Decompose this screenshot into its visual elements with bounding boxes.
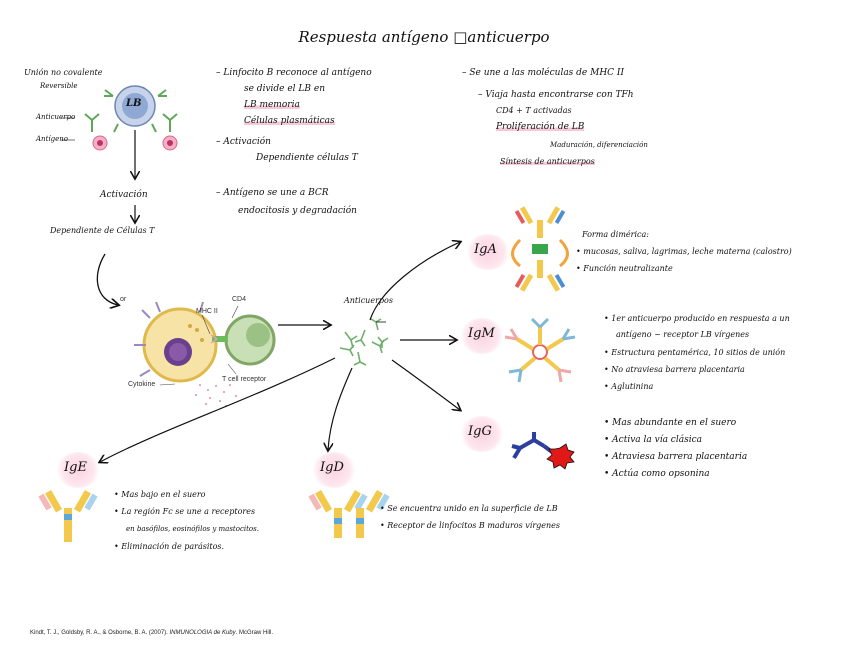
igm-bullet-aglutinina: • Aglutinina [604,382,654,391]
figure-label-cytokine: Cytokine [128,381,156,388]
citation-publisher: . McGraw Hill. [235,630,273,636]
citation: Kindt, T. J., Goldsby, R. A., & Osborne,… [30,630,273,636]
label-dependiente-celulas-t: Dependiente de Células T [50,226,155,235]
citation-authors: Kindt, T. J., Goldsby, R. A., & Osborne,… [30,630,170,636]
figure-label-cd4: CD4 [232,296,247,303]
label-union-no-covalente: Unión no covalente [24,68,103,77]
igg-bullet-placentaria: • Atraviesa barrera placentaria [604,452,748,462]
note-endocitosis: endocitosis y degradación [238,206,357,216]
igg-bullet-abundante: • Mas abundante en el suero [604,418,737,428]
ige-highlight-blob [56,452,100,488]
ige-bullet-basofilos: en basófilos, eosinófilos y mastocitos. [126,525,259,533]
igd-label: IgD [320,460,344,475]
note-cd4-activadas: CD4 + T activadas [496,106,572,115]
iga-bullet-neutralizante: • Función neutralizante [576,264,673,273]
igd-antibody-icon-2 [356,489,390,538]
note-lb-memoria: LB memoria [244,100,300,110]
ige-antibody-icon [38,489,98,542]
arrow-to-cell-figure [96,253,118,305]
citation-title: INMUNOLOGIA de Kuby [169,630,236,636]
plasma-cell-figure [134,301,218,383]
igg-bullet-opsonina: • Actúa como opsonina [604,469,710,479]
label-antigeno: Antígeno [36,135,68,143]
note-celulas-plasmaticas: Células plasmáticas [244,116,335,126]
iga-bullet-mucosas: • mucosas, saliva, lagrimas, leche mater… [576,247,792,256]
igg-highlight-blob [460,416,504,452]
ige-bullet-mas-bajo: • Mas bajo en el suero [114,490,206,499]
igm-pentamer-icon [504,317,576,383]
page-title: Respuesta antígeno □anticuerpo [298,28,550,46]
iga-dimer-icon [511,206,569,292]
note-linfocito-b: – Linfocito B reconoce al antígeno [216,68,372,78]
igm-bullet-primer-anticuerpo: • 1er anticuerpo producido en respuesta … [604,314,790,323]
label-activacion: Activación [100,190,148,200]
figure-label-tcr: T cell receptor [222,376,267,383]
b-cell-lb [104,85,167,133]
igg-label: IgG [468,424,492,439]
igd-highlight-blob [312,452,356,488]
arrow-to-igd [328,367,353,450]
ige-label: IgE [64,460,87,475]
igg-bullet-via-clasica: • Activa la vía clásica [604,435,702,445]
ige-bullet-region-fc: • La región Fc se une a receptores [114,507,256,516]
ige-bullet-parasitos: • Eliminación de parásitos. [114,542,225,551]
antibody-antigen-left [61,113,108,151]
igg-antigen-icon [511,432,575,470]
iga-label: IgA [474,242,497,257]
note-activacion: – Activación [216,137,271,147]
label-anticuerpo: Anticuerpo [36,113,76,121]
igm-bullet-receptor: antígeno ~ receptor LB vírgenes [616,330,750,339]
arrow-to-igg [391,359,460,410]
antibody-cluster [339,318,389,366]
note-sintesis-anticuerpos: Síntesis de anticuerpos [500,157,595,166]
iga-bullet-dimerica: Forma dimérica: [582,230,649,239]
note-antigeno-bcr: – Antígeno se une a BCR [216,188,329,198]
igd-bullet-superficie-lb: • Se encuentra unido en la superficie de… [380,504,558,513]
note-mhc-ii: – Se une a las moléculas de MHC II [462,68,625,78]
note-se-divide: se divide el LB en [244,84,325,94]
igm-highlight-blob [460,318,504,354]
arrow-to-ige [100,357,336,462]
igd-bullet-receptor: • Receptor de linfocitos B maduros vírge… [380,521,561,530]
note-proliferacion-lb: Proliferación de LB [496,122,585,132]
igm-label: IgM [468,326,495,341]
note-maduracion: Maduración, diferenciación [550,141,648,149]
t-cell-figure [195,314,276,407]
lb-cell-label: LB [126,98,142,109]
arrow-to-iga [369,242,460,321]
figure-label-mhc-ii: MHC II [196,308,218,315]
igd-antibody-icon-1 [308,489,368,538]
igm-bullet-pentamerica: • Estructura pentamérica, 10 sitios de u… [604,348,786,357]
igm-bullet-no-atraviesa: • No atraviesa barrera placentaria [604,365,745,374]
antibody-antigen-right [162,113,178,151]
label-anticuerpos: Anticuerpos [344,296,393,305]
figure-label-or: or [120,296,127,303]
note-viaja-tfh: – Viaja hasta encontrarse con TFh [478,90,634,100]
label-reversible: Reversible [40,82,78,90]
iga-highlight-blob [466,234,510,270]
note-dependiente-celulas-t: Dependiente células T [256,153,358,163]
